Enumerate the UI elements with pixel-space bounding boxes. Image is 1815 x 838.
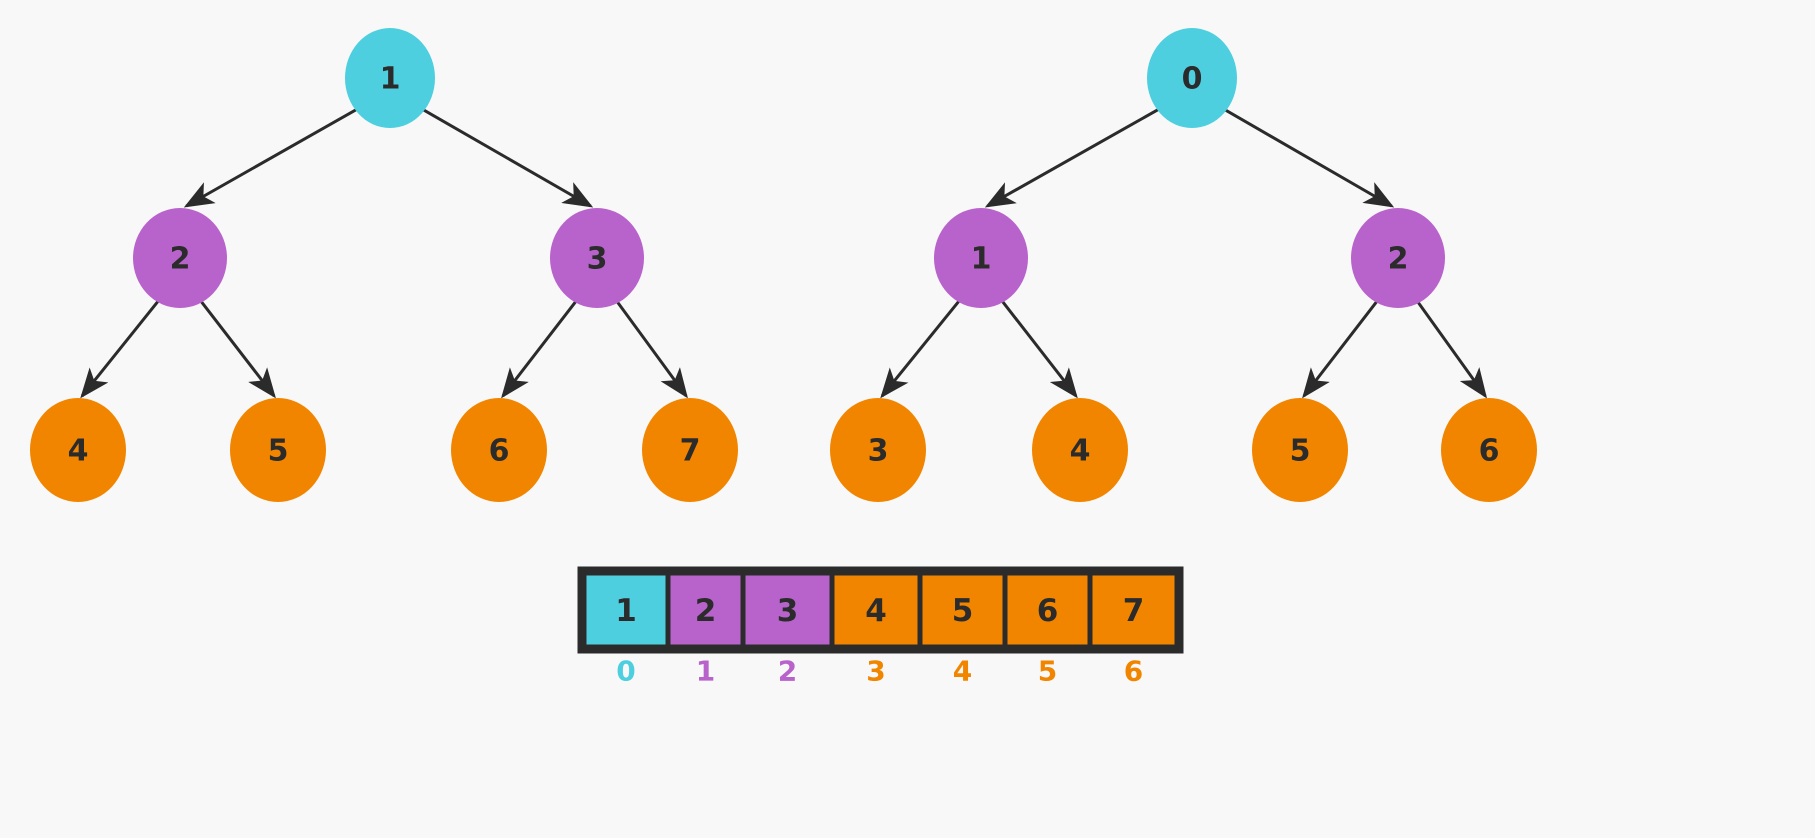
node-circle bbox=[550, 208, 644, 308]
tree-node[interactable]: 4 bbox=[30, 398, 126, 502]
array-index-label: 1 bbox=[696, 655, 715, 688]
tree-node[interactable]: 5 bbox=[1252, 398, 1348, 502]
node-circle bbox=[1032, 398, 1128, 502]
tree-edges-layer bbox=[80, 107, 1488, 399]
node-circle bbox=[642, 398, 738, 502]
tree-edge bbox=[984, 107, 1161, 208]
array-cell-value: 2 bbox=[695, 593, 717, 629]
node-circle bbox=[230, 398, 326, 502]
array-cell-rect bbox=[581, 570, 671, 650]
tree-edge bbox=[199, 299, 276, 399]
array-cell[interactable]: 7 bbox=[1087, 570, 1180, 650]
node-circle bbox=[1351, 208, 1445, 308]
tree-edge bbox=[1415, 300, 1488, 399]
array-index-label: 5 bbox=[1038, 655, 1057, 688]
node-circle bbox=[830, 398, 926, 502]
array-cell-rect bbox=[1087, 570, 1180, 650]
node-circle bbox=[1147, 28, 1237, 128]
tree-node[interactable]: 6 bbox=[451, 398, 547, 502]
node-label: 4 bbox=[1070, 434, 1091, 469]
node-circle bbox=[345, 28, 435, 128]
tree-node[interactable]: 1 bbox=[934, 208, 1028, 308]
node-label: 3 bbox=[868, 434, 889, 469]
tree-edge bbox=[1302, 299, 1379, 399]
tree-node[interactable]: 2 bbox=[1351, 208, 1445, 308]
array-cell-value: 6 bbox=[1037, 593, 1059, 629]
tree-node[interactable]: 3 bbox=[830, 398, 926, 502]
array-cell[interactable]: 3 bbox=[740, 570, 835, 650]
node-label: 0 bbox=[1182, 62, 1203, 97]
array-cell[interactable]: 5 bbox=[917, 570, 1008, 650]
array-cell-value: 4 bbox=[865, 593, 887, 629]
node-circle bbox=[1441, 398, 1537, 502]
tree-edge bbox=[80, 298, 161, 399]
node-label: 2 bbox=[1388, 242, 1409, 277]
node-circle bbox=[451, 398, 547, 502]
tree-node[interactable]: 5 bbox=[230, 398, 326, 502]
array-cell-rect bbox=[917, 570, 1008, 650]
node-label: 3 bbox=[587, 242, 608, 277]
tree-node[interactable]: 0 bbox=[1147, 28, 1237, 128]
tree-edge bbox=[1000, 299, 1078, 399]
array-cell-value: 3 bbox=[777, 593, 799, 629]
array-cell[interactable]: 1 bbox=[581, 570, 671, 650]
tree-nodes-layer: 1 2 3 4 5 6 7 0 1 2 3 4 5 6 bbox=[30, 28, 1537, 502]
node-circle bbox=[1252, 398, 1348, 502]
node-circle bbox=[934, 208, 1028, 308]
node-label: 6 bbox=[1479, 434, 1500, 469]
array-index-label: 3 bbox=[866, 655, 885, 688]
node-label: 1 bbox=[380, 62, 401, 97]
array-cell-value: 7 bbox=[1123, 593, 1145, 629]
array-index-label: 4 bbox=[953, 655, 972, 688]
tree-edge bbox=[880, 298, 962, 399]
tree-node[interactable]: 3 bbox=[550, 208, 644, 308]
tree-edge bbox=[501, 299, 578, 399]
tree-edge bbox=[1223, 108, 1395, 208]
array-cell[interactable]: 2 bbox=[665, 570, 746, 650]
node-label: 1 bbox=[971, 242, 992, 277]
tree-node[interactable]: 2 bbox=[133, 208, 227, 308]
tree-node[interactable]: 6 bbox=[1441, 398, 1537, 502]
array-cell-value: 5 bbox=[952, 593, 974, 629]
array-layer: 1 0 2 1 3 2 4 3 5 4 6 5 7 6 bbox=[577, 566, 1184, 688]
array-cell-value: 1 bbox=[615, 593, 637, 629]
tree-node[interactable]: 4 bbox=[1032, 398, 1128, 502]
array-cell-rect bbox=[1002, 570, 1093, 650]
node-label: 5 bbox=[268, 434, 289, 469]
array-index-label: 6 bbox=[1124, 655, 1143, 688]
node-label: 7 bbox=[680, 434, 701, 469]
tree-edge bbox=[183, 107, 359, 208]
tree-edge bbox=[615, 299, 688, 399]
array-cell-rect bbox=[740, 570, 835, 650]
node-circle bbox=[30, 398, 126, 502]
node-label: 2 bbox=[170, 242, 191, 277]
node-label: 5 bbox=[1290, 434, 1311, 469]
array-outer-border bbox=[577, 566, 1184, 654]
tree-node[interactable]: 1 bbox=[345, 28, 435, 128]
tree-node[interactable]: 7 bbox=[642, 398, 738, 502]
node-label: 6 bbox=[489, 434, 510, 469]
node-circle bbox=[133, 208, 227, 308]
array-cell[interactable]: 6 bbox=[1002, 570, 1093, 650]
tree-edge bbox=[421, 107, 594, 208]
array-index-label: 2 bbox=[778, 655, 797, 688]
array-index-label: 0 bbox=[616, 655, 635, 688]
array-cell[interactable]: 4 bbox=[829, 570, 923, 650]
node-label: 4 bbox=[68, 434, 89, 469]
